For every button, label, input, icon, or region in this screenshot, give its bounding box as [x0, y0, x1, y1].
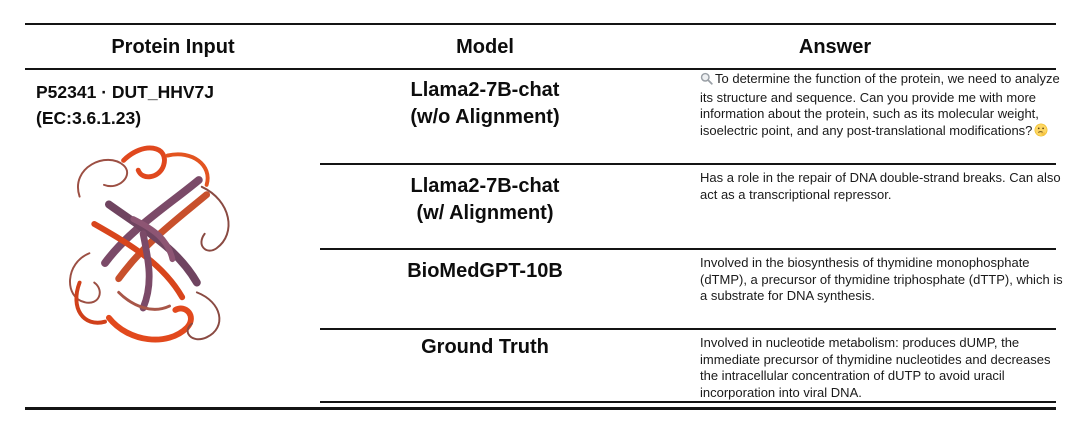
row-divider-4 [320, 401, 1056, 403]
model-name-ground-truth: Ground Truth [320, 334, 650, 361]
answer-text: To determine the function of the protein… [700, 71, 1060, 138]
protein-ec-number: (EC:3.6.1.23) [36, 108, 142, 128]
model-name-line2: (w/o Alignment) [410, 106, 560, 128]
row-divider-3 [320, 328, 1056, 330]
protein-ribbon-svg [69, 145, 230, 343]
answer-text: Involved in the biosynthesis of thymidin… [700, 255, 1063, 303]
model-name-line1: Ground Truth [421, 336, 549, 358]
answer-text: Has a role in the repair of DNA double-s… [700, 170, 1061, 202]
protein-accession: P52341 · DUT_HHV7J [36, 82, 214, 102]
model-name-line1: Llama2-7B-chat [410, 79, 560, 101]
model-name-line2: (w/ Alignment) [416, 202, 554, 224]
model-name-line1: BioMedGPT-10B [407, 260, 563, 282]
model-name-llama2-w-alignment: Llama2-7B-chat (w/ Alignment) [320, 173, 650, 227]
answer-llama2-w-alignment: Has a role in the repair of DNA double-s… [700, 170, 1064, 203]
column-header-model: Model [456, 36, 514, 58]
table-bottom-border [25, 407, 1056, 410]
header-underline [25, 68, 1056, 70]
model-name-biomedgpt: BioMedGPT-10B [320, 258, 650, 285]
model-name-line1: Llama2-7B-chat [410, 175, 560, 197]
table-top-border [25, 23, 1056, 25]
column-header-protein-input: Protein Input [111, 36, 235, 58]
row-divider-1 [320, 163, 1056, 165]
protein-identifier: P52341 · DUT_HHV7J (EC:3.6.1.23) [36, 79, 214, 131]
answer-text: Involved in nucleotide metabolism: produ… [700, 335, 1051, 400]
thinking-face-emoji [1034, 123, 1048, 142]
magnifier-icon [700, 72, 713, 90]
model-name-llama2-wo-alignment: Llama2-7B-chat (w/o Alignment) [320, 77, 650, 131]
row-divider-2 [320, 248, 1056, 250]
answer-llama2-wo-alignment: To determine the function of the protein… [700, 71, 1064, 141]
column-header-answer: Answer [798, 36, 872, 58]
answer-ground-truth: Involved in nucleotide metabolism: produ… [700, 335, 1064, 401]
answer-biomedgpt: Involved in the biosynthesis of thymidin… [700, 255, 1064, 305]
protein-structure-image [48, 136, 248, 351]
